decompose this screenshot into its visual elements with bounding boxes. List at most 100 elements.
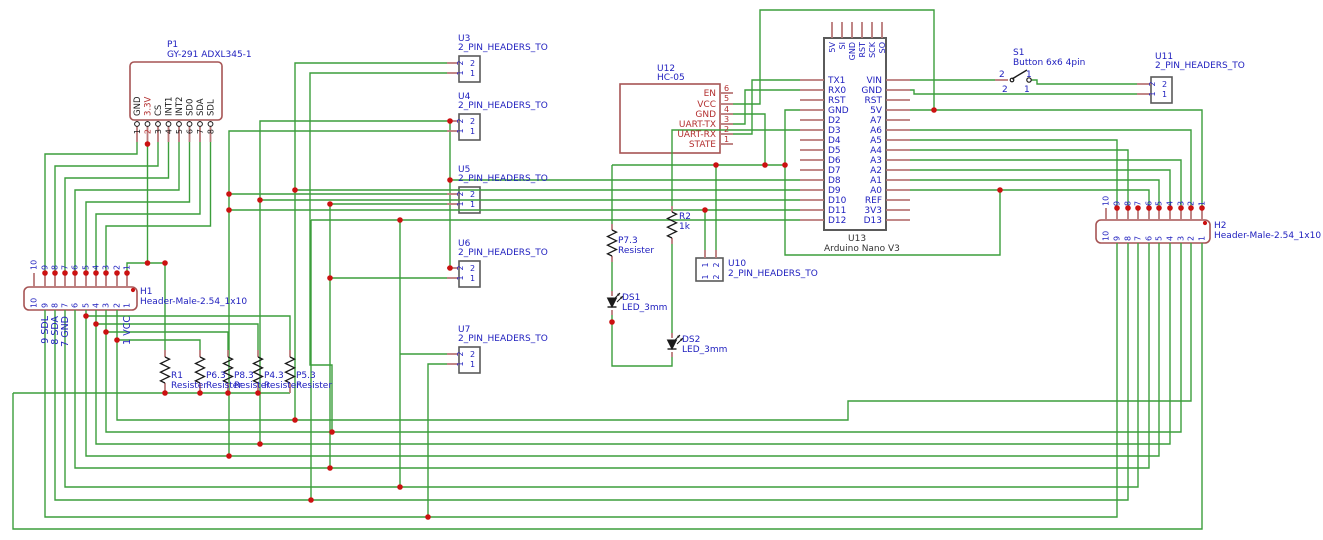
wire[interactable] (105, 243, 1182, 433)
wire[interactable] (106, 331, 229, 350)
wire[interactable] (86, 315, 291, 350)
wire[interactable] (910, 149, 1129, 208)
junction-dot (255, 390, 261, 396)
resistor-P5.3[interactable] (284, 356, 296, 384)
H1-innum: 9 (41, 303, 50, 308)
wire[interactable] (105, 142, 212, 273)
P1-pinnum: 4 (165, 129, 174, 134)
U7-body[interactable] (458, 346, 481, 374)
junction-dot (447, 118, 453, 124)
resistor-P8.3[interactable] (222, 356, 234, 384)
wire[interactable] (910, 159, 1182, 208)
wire[interactable] (96, 323, 259, 350)
U13-body[interactable] (823, 37, 887, 231)
wire[interactable] (611, 315, 673, 367)
resistor-R2[interactable] (666, 211, 678, 239)
H1-innum: 1 (123, 303, 132, 308)
U5-pinnum: 2 (456, 191, 465, 196)
U10-body[interactable] (695, 257, 724, 282)
wire[interactable] (733, 79, 800, 135)
wire[interactable] (116, 243, 1192, 421)
wire[interactable] (910, 189, 1150, 208)
P1-pin: 3.3V (144, 96, 154, 116)
U4-ref: U4 (458, 92, 471, 102)
resistor-P4.3[interactable] (252, 356, 264, 384)
wire[interactable] (329, 203, 447, 468)
U4-body[interactable] (458, 113, 481, 141)
wire[interactable] (44, 243, 1118, 518)
U3-pinnum: 2 (456, 60, 465, 65)
wire[interactable] (910, 129, 1192, 208)
wire[interactable] (910, 139, 1118, 208)
U12-pinnum: 6 (724, 84, 729, 93)
U10-pinnum: 2 (712, 262, 721, 267)
wire[interactable] (74, 243, 1150, 469)
led-arrowhead (680, 338, 683, 341)
U10-pinnum: 2 (712, 274, 721, 279)
led-DS1[interactable] (606, 297, 618, 309)
wire[interactable] (126, 262, 165, 273)
wire[interactable] (733, 9, 935, 110)
U13-pin: REF (865, 196, 882, 206)
wire[interactable] (259, 120, 447, 444)
wire[interactable] (910, 169, 1171, 208)
led-arrowhead (617, 293, 620, 296)
P1-body[interactable] (129, 61, 223, 121)
U11-body[interactable] (1150, 76, 1173, 104)
wire[interactable] (294, 62, 447, 420)
junction-dot (397, 484, 403, 490)
wire[interactable] (427, 363, 447, 517)
wire[interactable] (54, 243, 1129, 501)
junction-dot (292, 417, 298, 423)
junction-dot (447, 265, 453, 271)
wire[interactable] (309, 72, 447, 432)
wire[interactable] (671, 129, 800, 206)
wire[interactable] (74, 142, 180, 273)
P1-pinnum: 3 (154, 129, 163, 134)
resistor-R1[interactable] (159, 356, 171, 384)
wire[interactable] (44, 142, 138, 273)
U11-ref: U11 (1155, 52, 1173, 62)
H1-innum: 10 (30, 298, 39, 308)
H2-pinnum: 10 (1102, 196, 1111, 206)
wire[interactable] (85, 243, 1160, 457)
resistor-P7.3[interactable] (606, 229, 618, 257)
wire[interactable] (228, 130, 447, 456)
U11-pinnum: 1 (1162, 90, 1167, 99)
U13-pin: GND (828, 106, 849, 116)
wire[interactable] (1031, 79, 1137, 85)
wire[interactable] (910, 179, 1160, 208)
U3-value: 2_PIN_HEADERS_TO (458, 43, 548, 53)
junction-dot (1114, 205, 1120, 211)
wire[interactable] (733, 113, 766, 165)
wire[interactable] (784, 109, 1001, 256)
H2-body[interactable] (1095, 219, 1211, 244)
H1-net: 1 VCC (122, 316, 133, 345)
wire[interactable] (95, 243, 1171, 445)
H1-innum: 3 (102, 303, 111, 308)
wire[interactable] (910, 109, 1203, 208)
U13-pin: A3 (870, 156, 882, 166)
wire[interactable] (117, 339, 201, 350)
wire[interactable] (12, 243, 1203, 530)
pin-circle (134, 121, 140, 127)
U3-pinnum: 1 (470, 69, 475, 78)
junction-dot (397, 217, 403, 223)
wire[interactable] (85, 142, 191, 273)
wire[interactable] (733, 89, 800, 125)
switch-lever[interactable] (1011, 69, 1028, 80)
led-DS2[interactable] (666, 339, 678, 351)
wire[interactable] (54, 142, 159, 273)
U13-toppin: 5V (828, 41, 837, 52)
U6-body[interactable] (458, 260, 481, 288)
U12-body[interactable] (619, 83, 721, 154)
H1-body[interactable] (23, 286, 138, 311)
U13-pin: A4 (870, 146, 882, 156)
wire[interactable] (64, 142, 170, 273)
wire[interactable] (64, 243, 1139, 488)
wire[interactable] (910, 89, 1137, 95)
H2-pinnum: 3 (1177, 201, 1186, 206)
resistor-P6.3[interactable] (194, 356, 206, 384)
U3-body[interactable] (458, 55, 481, 83)
